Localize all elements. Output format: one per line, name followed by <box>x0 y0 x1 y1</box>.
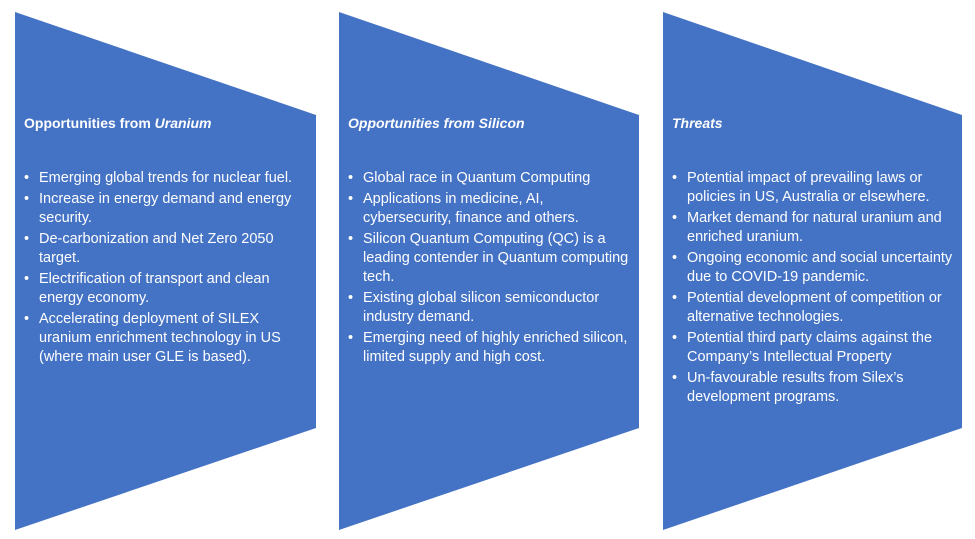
list-item: Market demand for natural uranium and en… <box>672 209 959 247</box>
bullet-list: Emerging global trends for nuclear fuel.… <box>24 169 309 369</box>
list-item: Potential impact of prevailing laws or p… <box>672 169 959 207</box>
list-item: Existing global silicon semiconductor in… <box>348 289 633 327</box>
panel-title-prefix: Opportunities from <box>24 115 155 131</box>
list-item: Potential third party claims against the… <box>672 329 959 367</box>
list-item: Ongoing economic and social uncertainty … <box>672 249 959 287</box>
bullet-list: Potential impact of prevailing laws or p… <box>672 169 959 409</box>
panel-title-emphasis: Uranium <box>154 115 212 131</box>
list-item: Emerging need of highly enriched silicon… <box>348 329 633 367</box>
list-item: Increase in energy demand and energy sec… <box>24 190 309 228</box>
list-item: Global race in Quantum Computing <box>348 169 633 188</box>
list-item: Electrification of transport and clean e… <box>24 270 309 308</box>
list-item: Emerging global trends for nuclear fuel. <box>24 169 309 188</box>
panel-uranium: Opportunities from Uranium Emerging glob… <box>15 0 315 539</box>
list-item: Potential development of competition or … <box>672 289 959 327</box>
bullet-list: Global race in Quantum Computing Applica… <box>348 169 633 369</box>
list-item: Accelerating deployment of SILEX uranium… <box>24 310 309 367</box>
panel-title: Opportunities from Uranium <box>24 115 211 131</box>
list-item: Un-favourable results from Silex’s devel… <box>672 369 959 407</box>
list-item: De-carbonization and Net Zero 2050 targe… <box>24 230 309 268</box>
panel-title-emphasis: Threats <box>672 115 723 131</box>
list-item: Silicon Quantum Computing (QC) is a lead… <box>348 230 633 287</box>
panel-title: Opportunities from Silicon <box>348 115 525 131</box>
panel-title-emphasis: Opportunities from Silicon <box>348 115 525 131</box>
panel-title: Threats <box>672 115 723 131</box>
list-item: Applications in medicine, AI, cybersecur… <box>348 190 633 228</box>
panel-threats: Threats Potential impact of prevailing l… <box>663 0 963 539</box>
panel-silicon: Opportunities from Silicon Global race i… <box>339 0 639 539</box>
